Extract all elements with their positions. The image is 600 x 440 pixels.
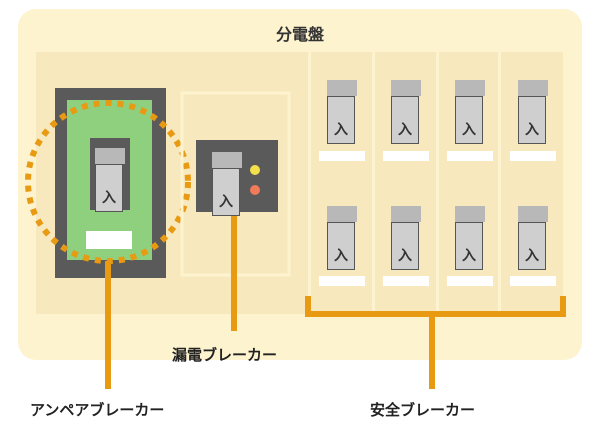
safety-breaker-switch[interactable]: 入 [455,80,485,144]
indicator-lamp-icon [250,185,260,195]
switch-on-label: 入 [455,96,483,144]
toggle-switch-icon [455,80,485,96]
safety-breaker-caption: 安全ブレーカー [370,401,476,419]
safety-label-plate [447,276,493,286]
safety-breaker-switch[interactable]: 入 [518,80,548,144]
safety-label-plate [319,151,365,161]
ampere-breaker-label-plate [86,231,132,249]
toggle-switch-icon [518,80,548,96]
switch-on-label: 入 [518,222,546,270]
toggle-switch-icon [95,148,125,164]
panel-title: 分電盤 [275,25,324,44]
leakage-breaker-switch[interactable]: 入 [212,152,242,216]
switch-on-label: 入 [95,164,123,212]
toggle-switch-icon [212,152,242,168]
toggle-switch-icon [391,206,421,222]
toggle-switch-icon [327,206,357,222]
safety-section-divider [308,52,311,314]
safety-bracket-line [305,296,566,317]
ampere-breaker-switch[interactable]: 入 [95,148,125,212]
safety-column-divider [498,52,501,314]
safety-label-plate [510,151,556,161]
switch-on-label: 入 [391,222,419,270]
safety-breaker-switch[interactable]: 入 [327,80,357,144]
safety-label-plate [447,151,493,161]
leakage-breaker-caption: 漏電ブレーカー [172,346,278,364]
safety-column-divider [372,52,375,314]
ampere-breaker-caption: アンペアブレーカー [30,401,165,419]
toggle-switch-icon [391,80,421,96]
safety-breaker-switch[interactable]: 入 [518,206,548,270]
safety-label-plate [510,276,556,286]
toggle-switch-icon [518,206,548,222]
indicator-lamp-icon [250,165,260,175]
toggle-switch-icon [327,80,357,96]
switch-on-label: 入 [518,96,546,144]
switch-on-label: 入 [455,222,483,270]
safety-label-plate [383,276,429,286]
safety-label-plate [383,151,429,161]
switch-on-label: 入 [391,96,419,144]
switch-on-label: 入 [212,168,240,216]
toggle-switch-icon [455,206,485,222]
safety-column-divider [436,52,439,314]
safety-breaker-switch[interactable]: 入 [391,80,421,144]
switch-on-label: 入 [327,96,355,144]
switch-on-label: 入 [327,222,355,270]
safety-breaker-switch[interactable]: 入 [391,206,421,270]
safety-breaker-switch[interactable]: 入 [455,206,485,270]
safety-label-plate [319,276,365,286]
safety-breaker-switch[interactable]: 入 [327,206,357,270]
